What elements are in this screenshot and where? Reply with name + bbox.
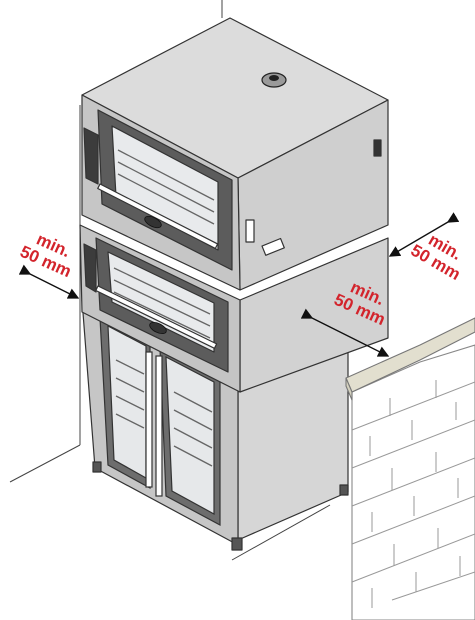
oval-badge-icon [144, 215, 162, 229]
stand-glass-doors [99, 316, 221, 527]
upper-oven [81, 17, 389, 291]
rotary-knob-icon [261, 72, 287, 88]
clearance-arrow-right [300, 308, 390, 357]
brick-wall [345, 317, 475, 620]
lower-oven [79, 224, 389, 393]
clearance-arrow-left [18, 264, 80, 299]
clearance-arrow-back [388, 212, 460, 257]
clearance-label-back: min. 50 mm [408, 230, 465, 284]
clearance-label-right: min. 50 mm [331, 278, 388, 330]
oval-badge-icon [149, 321, 167, 335]
room-corner-lines [9, 0, 331, 561]
clearance-label-left: min. 50 mm [17, 230, 74, 282]
